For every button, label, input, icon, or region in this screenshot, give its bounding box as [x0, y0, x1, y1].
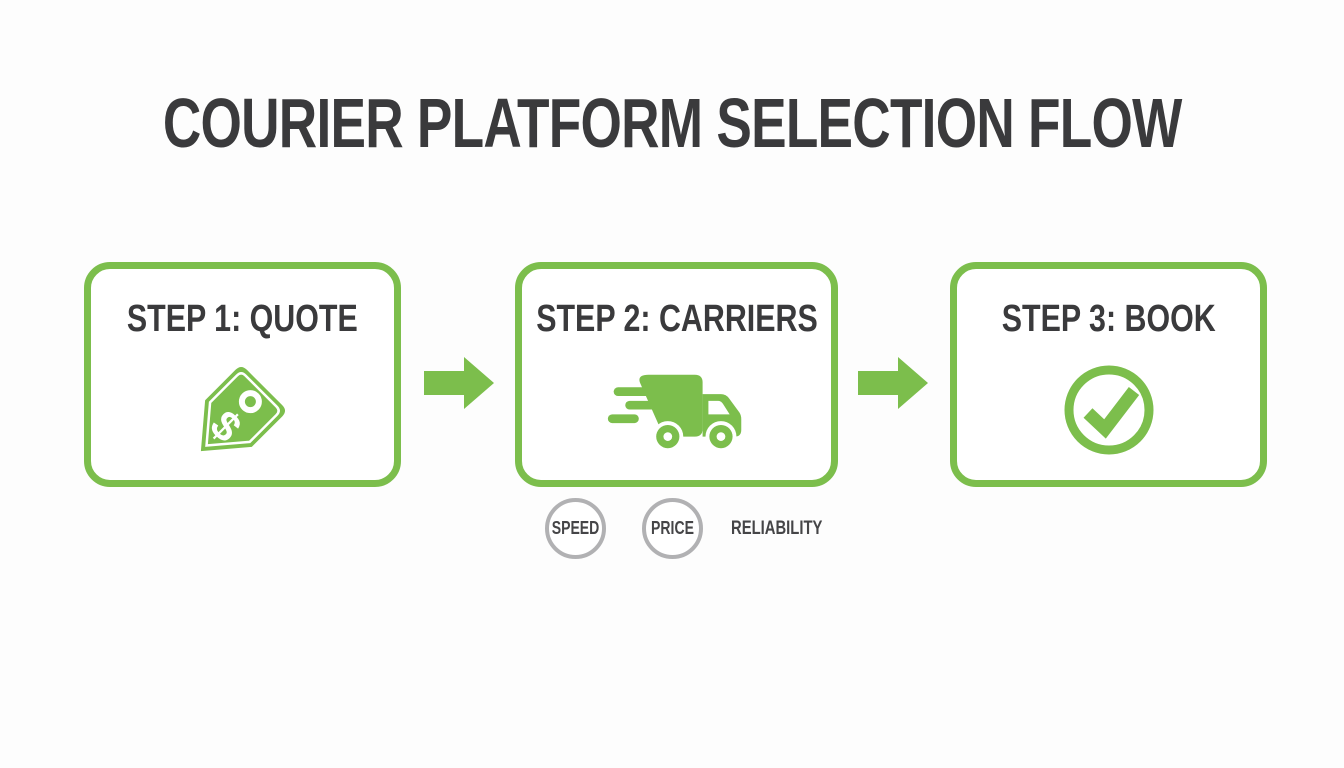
criteria-price-label: PRICE: [651, 518, 694, 538]
step-card-book: STEP 3: BOOK: [950, 262, 1267, 487]
criteria-reliability: RELIABILITY: [731, 498, 848, 559]
delivery-truck-icon: [522, 341, 831, 480]
page-title-text: COURIER PLATFORM SELECTION FLOW: [162, 84, 1182, 162]
criteria-badge-speed: SPEED: [545, 498, 606, 559]
check-circle-icon: [957, 341, 1260, 480]
page-title: COURIER PLATFORM SELECTION FLOW: [0, 88, 1344, 158]
flow-arrow-right-icon: [424, 354, 496, 412]
step-card-carriers: STEP 2: CARRIERS: [515, 262, 838, 487]
criteria-badge-price: PRICE: [642, 498, 703, 559]
step-card-quote: STEP 1: QUOTE $: [84, 262, 401, 487]
criteria-reliability-label: RELIABILITY: [731, 517, 823, 539]
criteria-speed-label: SPEED: [551, 518, 600, 538]
step-3-label: STEP 3: BOOK: [1001, 298, 1216, 340]
step-2-label: STEP 2: CARRIERS: [535, 298, 818, 340]
flow-arrow-right-icon: [858, 354, 930, 412]
price-tag-icon: $: [91, 341, 394, 480]
step-1-label: STEP 1: QUOTE: [127, 298, 358, 340]
